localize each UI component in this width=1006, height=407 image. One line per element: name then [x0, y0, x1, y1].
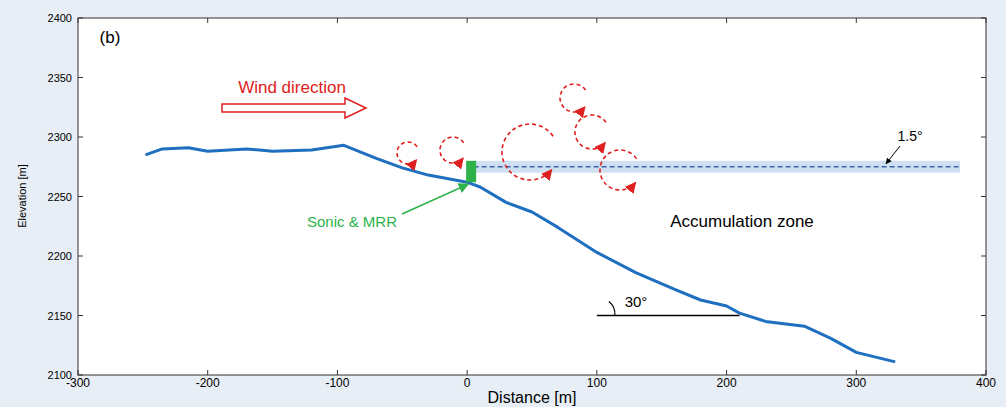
y-tick — [78, 77, 83, 78]
tick-label: 2400 — [48, 12, 72, 24]
tick-label: 300 — [846, 377, 866, 390]
x-tick — [337, 18, 338, 23]
angle-arc — [609, 302, 615, 316]
eddy-arrow — [440, 137, 464, 163]
beam-line — [474, 166, 960, 168]
y-tick — [78, 375, 83, 376]
y-tick — [78, 256, 83, 257]
reference-line — [597, 315, 740, 317]
eddy-arrow — [600, 150, 637, 190]
instrument-marker — [466, 161, 476, 182]
x-tick — [856, 370, 857, 375]
x-tick — [726, 370, 727, 375]
angle-label: 30° — [625, 294, 648, 311]
x-tick — [726, 18, 727, 23]
tick-label: -300 — [66, 377, 90, 390]
eddy-arrow — [502, 124, 553, 180]
y-tick — [981, 137, 986, 138]
tick-label: 2250 — [48, 190, 72, 202]
wind-label: Wind direction — [238, 79, 346, 98]
x-tick — [467, 18, 468, 23]
x-tick — [986, 370, 987, 375]
tick-label: -200 — [196, 377, 220, 390]
panel-letter: (b) — [100, 29, 121, 48]
x-tick — [78, 18, 79, 23]
x-tick — [467, 370, 468, 375]
leader-line — [402, 184, 468, 214]
x-tick — [856, 18, 857, 23]
terrain-profile — [146, 145, 896, 362]
x-tick — [596, 18, 597, 23]
eddy-arrow — [575, 115, 606, 149]
tick-label: 200 — [717, 377, 737, 390]
x-tick — [596, 370, 597, 375]
y-tick — [981, 375, 986, 376]
x-tick — [986, 18, 987, 23]
instrument-label: Sonic & MRR — [307, 214, 397, 231]
y-tick — [981, 18, 986, 19]
tick-label: 400 — [976, 377, 996, 390]
tick-label: 100 — [587, 377, 607, 390]
y-tick — [981, 196, 986, 197]
tick-label: 2300 — [48, 131, 72, 143]
y-tick — [981, 77, 986, 78]
x-tick — [207, 370, 208, 375]
x-tick — [78, 370, 79, 375]
tick-label: 2350 — [48, 71, 72, 83]
tick-label: 2150 — [48, 309, 72, 321]
y-tick — [78, 18, 83, 19]
axis-title: Distance [m] — [488, 389, 577, 407]
angle-label: 1.5° — [897, 129, 922, 144]
zone-label: Accumulation zone — [670, 213, 814, 232]
plot-frame — [78, 18, 986, 375]
y-tick — [78, 196, 83, 197]
x-tick — [337, 370, 338, 375]
x-tick — [207, 18, 208, 23]
y-tick — [981, 315, 986, 316]
y-tick — [78, 315, 83, 316]
tick-label: 0 — [464, 377, 471, 390]
tick-label: 2200 — [48, 250, 72, 262]
y-tick — [78, 137, 83, 138]
eddy-arrow — [397, 142, 417, 164]
wind-arrow — [222, 98, 366, 118]
axis-title: Elevation [m] — [16, 164, 28, 228]
leader-line — [886, 146, 900, 164]
y-tick — [981, 256, 986, 257]
eddy-arrow — [560, 84, 586, 112]
tick-label: -100 — [325, 377, 349, 390]
